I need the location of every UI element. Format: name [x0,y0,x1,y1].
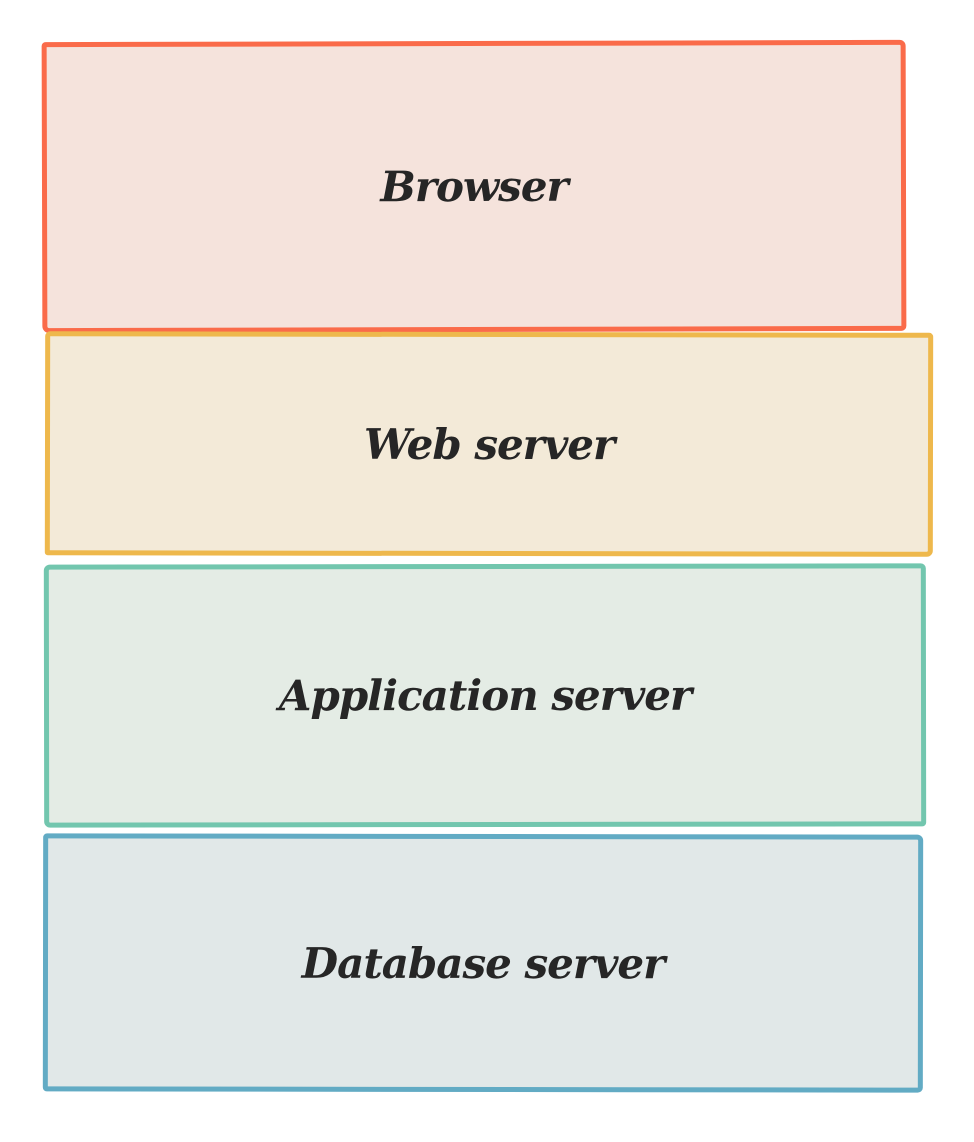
application-server-layer-box: Application server [43,563,927,828]
database-server-layer-label: Database server [301,938,665,988]
database-server-layer-box: Database server [42,833,924,1093]
browser-layer-box: Browser [41,39,907,334]
web-server-layer-box: Web server [44,331,934,557]
browser-layer-label: Browser [380,161,568,212]
application-server-layer-label: Application server [278,670,692,721]
web-server-layer-label: Web server [363,419,615,469]
